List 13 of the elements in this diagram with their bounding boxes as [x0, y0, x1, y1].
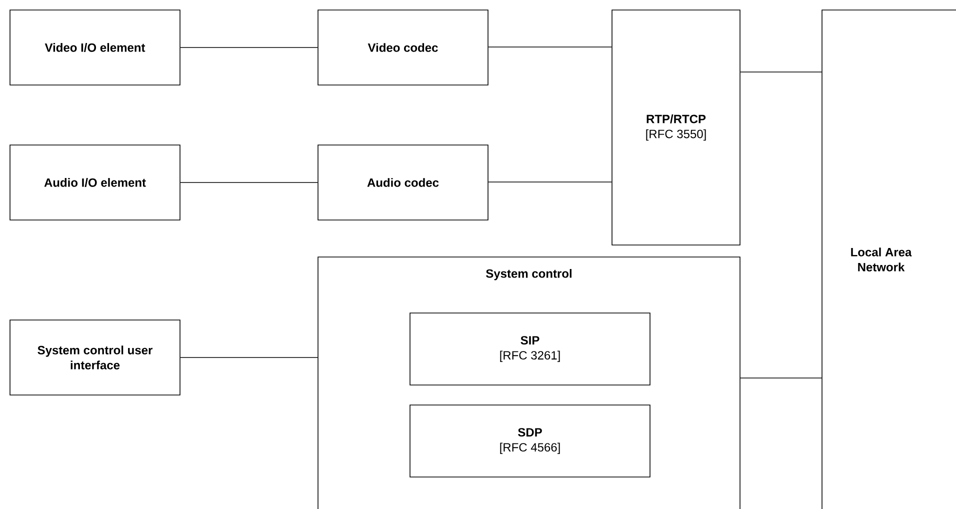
network-bar: Local Area Network: [822, 10, 956, 509]
connector-line: [180, 182, 318, 183]
connector-line: [180, 357, 318, 358]
connector-line: [180, 47, 318, 48]
protocol-box: SIP [RFC 3261]: [410, 312, 650, 386]
component-box: Audio codec: [318, 144, 488, 220]
component-box: RTP/RTCP [RFC 3550]: [612, 10, 740, 246]
component-box: Audio I/O element: [10, 144, 180, 220]
connector-line: [488, 46, 612, 48]
component-box: System control user interface: [10, 320, 180, 396]
component-box: Video codec: [318, 10, 488, 86]
component-box: Video I/O element: [10, 10, 180, 86]
protocol-box: SDP [RFC 4566]: [410, 404, 650, 478]
